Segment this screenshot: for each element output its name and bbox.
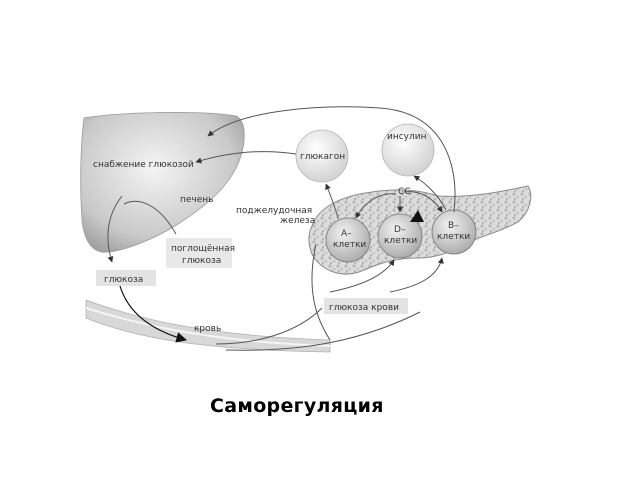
pancreas-label-2: железа: [280, 216, 315, 226]
insulin-ball: [381, 123, 435, 177]
a-cells-ball: [325, 217, 371, 263]
pancreas-label-1: поджелудочная: [236, 206, 312, 216]
a-cells-label-2: клетки: [333, 240, 366, 250]
absorbed-glucose-label-1: поглощённая: [171, 244, 235, 254]
d-cells-ball: [377, 213, 423, 259]
blood-label: кровь: [194, 324, 221, 334]
liver-label: печень: [180, 195, 213, 205]
blood-glucose-box: [324, 298, 408, 314]
absorbed-glucose-label-2: глюкоза: [182, 256, 221, 266]
blood-vessel: [85, 299, 331, 353]
a-cells-label-1: А–: [341, 229, 352, 239]
glucagon-label: глюкагон: [300, 152, 345, 162]
b-cells-label-2: клетки: [437, 232, 470, 242]
ss-black-arrow: [410, 210, 424, 222]
glucagon-ball: [295, 129, 349, 183]
ss-label: СС: [398, 187, 411, 197]
blood-glucose-label: глюкоза крови: [329, 303, 399, 313]
feedback-arrows: [107, 106, 456, 351]
glucose-supply-label: снабжение глюкозой: [93, 160, 194, 170]
liver-shape: [80, 111, 245, 253]
absorbed-glucose-box: [166, 238, 232, 268]
glucose-label: глюкоза: [104, 275, 143, 285]
d-cells-label-1: D–: [394, 225, 406, 235]
b-cells-label-1: В–: [448, 221, 459, 231]
slide-caption: Саморегуляция: [210, 395, 384, 417]
insulin-label: инсулин: [387, 132, 427, 142]
glucose-box: [96, 270, 156, 286]
d-cells-label-2: клетки: [384, 236, 417, 246]
